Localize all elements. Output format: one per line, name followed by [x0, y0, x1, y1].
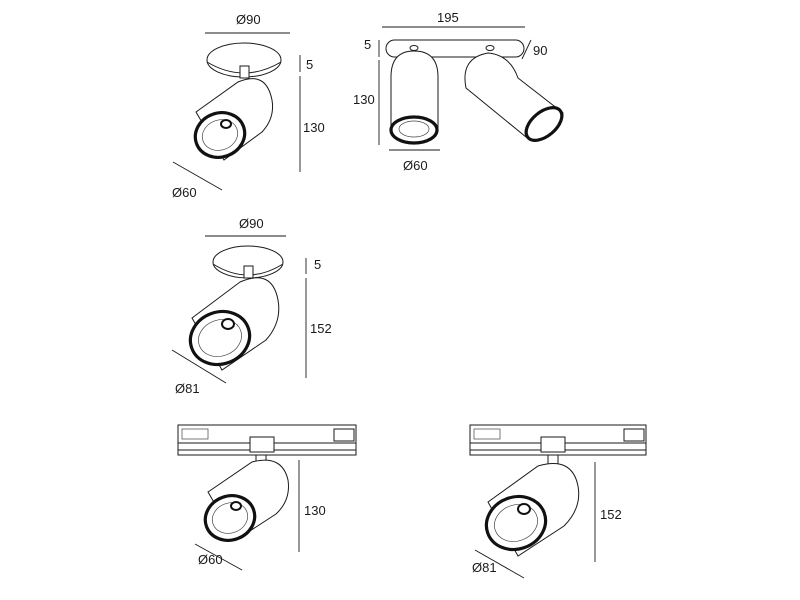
label-height: 152: [310, 321, 332, 336]
label-height: 130: [353, 92, 375, 107]
label-mount: 5: [364, 37, 371, 52]
reflector: [211, 502, 249, 534]
track-detail-left: [181, 428, 209, 440]
label-depth: 90: [533, 43, 547, 58]
track-clamp: [249, 436, 275, 453]
label-mount: 5: [306, 57, 313, 72]
drawing-track-81: 152 Ø81: [469, 424, 647, 579]
head-opening: [193, 111, 247, 159]
head-right-opening: [524, 106, 564, 142]
stem-right: [485, 45, 495, 51]
label-width: 195: [437, 10, 459, 25]
stem-left: [409, 45, 419, 51]
dim-line-depth: [521, 39, 532, 60]
drawing-surface-single-81: Ø90 5 152 Ø81: [171, 216, 332, 396]
track-detail-left: [473, 428, 501, 440]
label-head-dia: Ø60: [198, 552, 223, 567]
lens: [221, 318, 235, 330]
lens: [230, 501, 242, 511]
reflector: [201, 119, 239, 151]
dim-line-head-dia: [171, 349, 227, 384]
head-left-reflector: [398, 120, 430, 138]
drawing-surface-double-60: 195 5 90 130 Ø60: [353, 10, 564, 173]
label-height: 130: [304, 503, 326, 518]
track-clamp: [540, 436, 566, 453]
head-left-body: [390, 50, 439, 131]
reflector: [198, 319, 242, 357]
label-mount: 5: [314, 257, 321, 272]
label-height: 130: [303, 120, 325, 135]
label-height: 152: [600, 507, 622, 522]
head-opening: [203, 494, 257, 542]
drawing-track-60: 130 Ø60: [177, 424, 357, 571]
dim-line-head-dia: [172, 161, 223, 191]
label-top-dia: Ø90: [239, 216, 264, 231]
track-switch: [623, 428, 645, 442]
label-head-dia: Ø60: [172, 185, 197, 200]
lens: [220, 119, 232, 129]
dim-line-head-dia: [194, 543, 243, 571]
label-head-dia: Ø60: [403, 158, 428, 173]
reflector: [494, 504, 538, 542]
drawing-surface-single-60: Ø90 5 130 Ø60: [172, 12, 325, 200]
dim-line-head-dia: [474, 549, 525, 579]
stem: [243, 265, 254, 279]
track-switch: [333, 428, 355, 442]
label-top-dia: Ø90: [236, 12, 261, 27]
label-head-dia: Ø81: [472, 560, 497, 575]
lens: [517, 503, 531, 515]
stem: [239, 65, 250, 79]
label-head-dia: Ø81: [175, 381, 200, 396]
